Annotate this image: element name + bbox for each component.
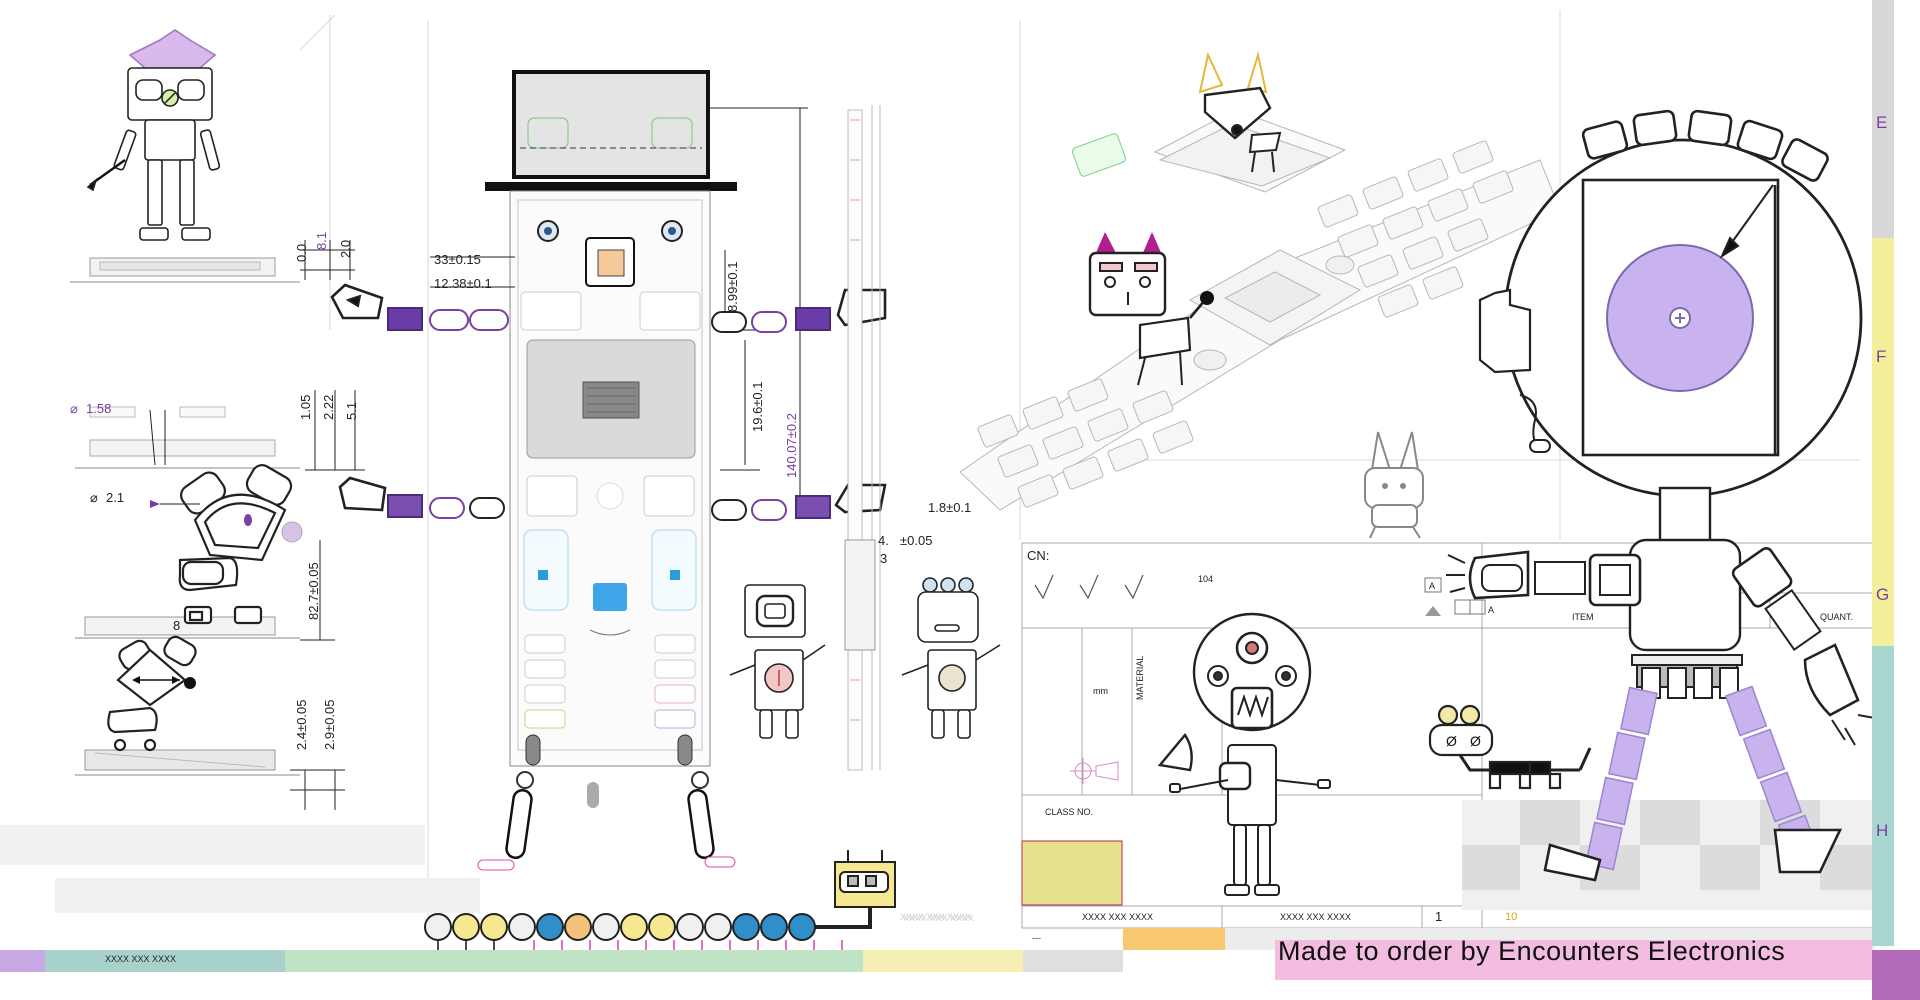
title-block-sheet-number: 1 (1435, 909, 1442, 924)
bead-chain (424, 850, 896, 959)
title-block-sheet-total: 10 (1505, 911, 1517, 923)
small-creature-icon (107, 635, 197, 752)
dim-12-38: 12.38±0.1 (434, 276, 492, 291)
crosshair-icon (1070, 758, 1119, 784)
tv-robot-icon (729, 584, 826, 739)
round-head-robot-icon (1157, 612, 1331, 896)
three-eyed-robot-icon (901, 577, 1001, 739)
zone-label-e: E (1876, 113, 1887, 132)
title-block-dashes: --- (1032, 933, 1041, 943)
dim-82-7: 82.7±0.05 (306, 562, 321, 620)
left-side-views (70, 257, 300, 776)
dim-140-07: 140.07±0.2 (784, 413, 799, 478)
bunny-character-icon (1364, 431, 1424, 539)
dim-2-9: 2.9±0.05 (322, 699, 337, 750)
bottom-color-strip (0, 825, 1920, 1000)
surface-finish-checkmarks (1034, 574, 1144, 600)
mouse-character-icon (178, 464, 303, 625)
dim-dia-1-58: 1.58 (86, 401, 111, 416)
title-block-cn-label: CN: (1027, 548, 1049, 563)
dim-2-22: 2.22 (321, 395, 336, 420)
svg-text:Ø: Ø (1470, 733, 1481, 749)
arrow-icon (150, 500, 160, 508)
zone-label-h: H (1876, 821, 1888, 840)
dim-33: 33±0.15 (434, 252, 481, 267)
datum-symbols (1424, 577, 1486, 616)
robot-character-icon (86, 29, 221, 241)
title-block-placeholder-2: XXXX XXX XXXX (1280, 912, 1351, 922)
title-block-item-label: ITEM (1572, 612, 1594, 622)
zone-label-f: F (1876, 347, 1886, 366)
datum-a-label-2: A (1488, 605, 1494, 615)
zone-ruler (1872, 0, 1894, 946)
datum-a-label: A (1429, 581, 1435, 591)
strip-placeholder-text: XXXX XXX XXXX (105, 954, 176, 964)
dim-0-0: 0.0 (294, 244, 309, 262)
cat-character-icon (1088, 232, 1214, 386)
class-number-swatch (1021, 840, 1123, 906)
dim-1-8: 1.8±0.1 (928, 500, 971, 515)
dim-2-0: 2.0 (338, 240, 353, 258)
title-block-class-label: CLASS NO. (1045, 807, 1093, 817)
svg-text:Ø: Ø (1446, 733, 1457, 749)
title-block-quant-label: QUANT. (1820, 612, 1853, 622)
dim-dia-2-1: 2.1 (106, 490, 124, 505)
dim-8: 8 (173, 618, 180, 633)
big-robot-character-icon (1446, 109, 1876, 882)
footer-banner: Made to order by Encounters Electronics (1278, 936, 1785, 966)
title-block-placeholder-1: XXXX XXX XXXX (1082, 912, 1153, 922)
fox-character-icon (1198, 51, 1282, 173)
dim-diameter-icon-2: ⌀ (90, 490, 98, 505)
dog-character-icon: Ø Ø (1428, 704, 1592, 790)
dim-4: 4. (878, 533, 889, 548)
isometric-keypad-device (959, 109, 1561, 511)
dim-0-05: ±0.05 (900, 533, 932, 548)
zone-label-g: G (1876, 585, 1889, 604)
side-profile-view (844, 105, 881, 771)
construction-lines (299, 10, 1860, 920)
device-top-view (477, 70, 737, 871)
left-arm-chain-upper (330, 283, 509, 331)
dim-8-99: 8.99±0.1 (725, 261, 740, 312)
left-arm-chain-lower (338, 476, 505, 519)
dim-8-1: 8.1 (314, 232, 329, 250)
dim-3: 3 (880, 551, 887, 566)
dim-19-6: 19.6±0.1 (750, 381, 765, 432)
left-dimensions (149, 240, 365, 810)
title-block-material-label: MATERIAL (1135, 656, 1145, 700)
title-block-unit: mm (1093, 686, 1108, 696)
dim-1-05: 1.05 (298, 395, 313, 420)
dim-diameter-icon: ⌀ (70, 401, 78, 416)
dim-2-4: 2.4±0.05 (294, 699, 309, 750)
title-block-rev-number: 104 (1198, 574, 1213, 584)
faint-placeholder-text: XXXX XXX XXXX (903, 913, 974, 923)
dim-5-1: 5.1 (344, 402, 359, 420)
title-block-placeholder-faint: XXXX XXX XXXX (900, 912, 971, 922)
